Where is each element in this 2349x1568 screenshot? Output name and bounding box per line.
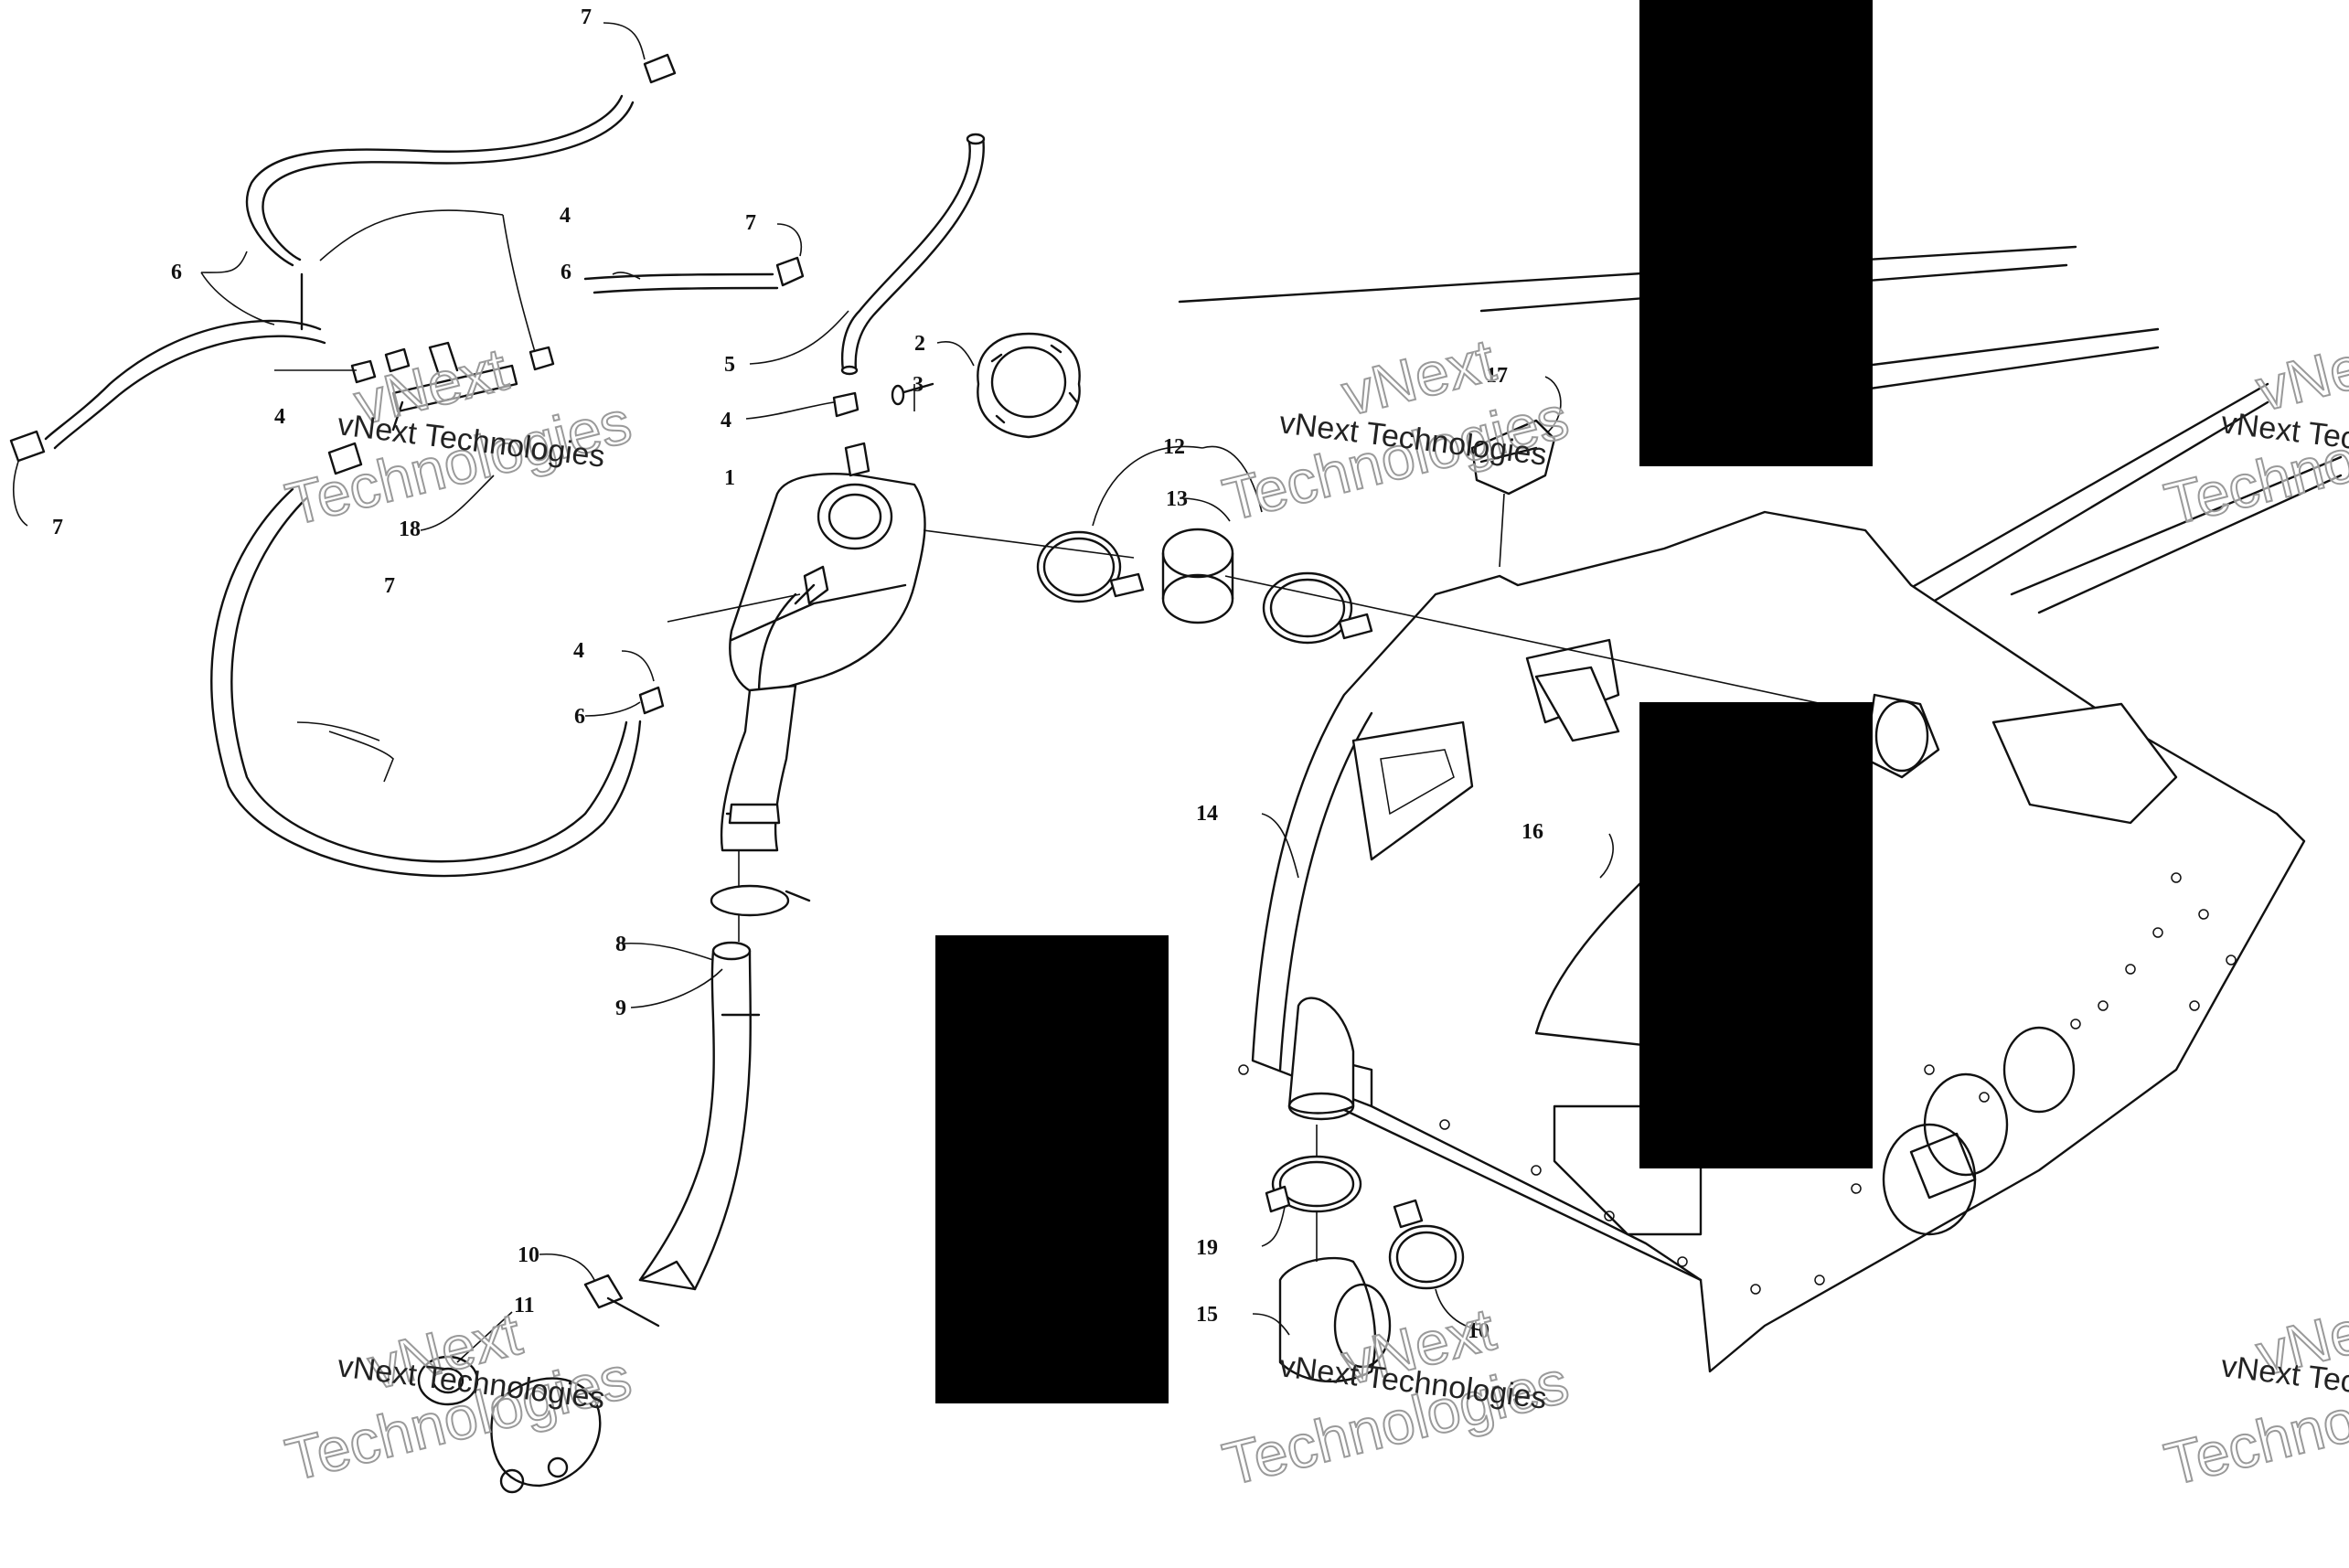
callout-4: 4 [721,409,731,432]
callout-7: 7 [745,211,756,235]
callout-13: 13 [1166,487,1188,511]
elbow-15 [1278,1256,1392,1383]
water-pump [417,1355,602,1494]
bracket-16 [1534,666,1620,742]
coolant-reservoir [720,442,926,852]
callout-12: 12 [1163,435,1185,459]
clamp-8 [710,884,811,917]
watermark-bottom-center: vNext Technologies vNext Technologies [1215,1294,1575,1499]
clamp-19 [1265,1155,1362,1213]
callout-7: 7 [52,516,63,539]
redaction-block-right [1639,702,1873,1168]
t-fitting [391,341,518,432]
callout-14: 14 [1196,802,1218,826]
callout-2: 2 [914,332,925,356]
watermark-bottom-right: vNext Technologies vNext Technologies [2157,1285,2349,1499]
reservoir-cap [977,332,1081,439]
callout-6: 6 [574,705,585,729]
callout-4: 4 [560,204,571,228]
watermark-top-center: vNext Technologies vNext Technologies [1215,325,1575,535]
elbow-14 [1287,997,1355,1121]
callout-6: 6 [561,261,571,284]
callout-4: 4 [274,405,285,429]
clamp-10b [1388,1199,1465,1290]
watermark-top-left: vNext Technologies vNext Technologies [278,334,638,539]
callout-19: 19 [1196,1236,1218,1260]
coupler-13 [1161,528,1234,624]
rivet [891,382,934,406]
callout-8: 8 [615,933,626,956]
callout-11: 11 [514,1294,535,1317]
hose-clamps [9,53,860,715]
callout-3: 3 [913,373,924,397]
clamp-10 [583,1274,660,1328]
bracket-17 [1470,419,1556,496]
redaction-block-top [1639,0,1873,466]
redaction-block-center [935,935,1169,1403]
callout-6: 6 [171,261,182,284]
callout-5: 5 [724,353,735,377]
callout-7: 7 [581,5,592,29]
callout-16: 16 [1522,820,1543,844]
callout-18: 18 [399,517,421,541]
callout-7: 7 [384,574,395,598]
hoses-6 [44,94,779,878]
hose-5 [840,133,986,376]
leader-lines [13,22,1866,1363]
watermark-big-text: vNext [2249,321,2349,424]
hose-9 [638,941,761,1291]
callout-4: 4 [573,639,584,663]
callout-10: 10 [1468,1319,1489,1343]
callout-labels: 7 4 7 6 6 2 5 3 4 4 17 12 1 13 7 18 7 4 … [52,5,1543,1343]
callout-15: 15 [1196,1303,1218,1327]
callout-9: 9 [615,997,626,1020]
callout-10: 10 [518,1243,539,1267]
callout-1: 1 [724,466,735,490]
callout-17: 17 [1486,364,1508,388]
clamp-12 [1036,530,1373,645]
